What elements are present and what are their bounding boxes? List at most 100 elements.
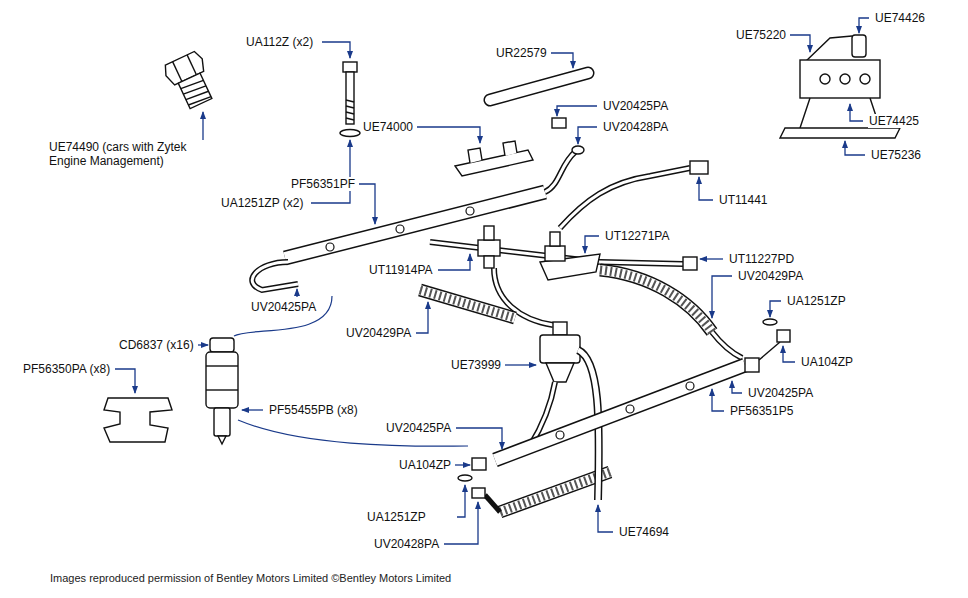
fuel-pipe — [600, 262, 683, 264]
switch-assembly — [820, 74, 830, 84]
part-number: PF56351P5 — [729, 404, 794, 418]
part-number: UV20428PA — [373, 537, 440, 551]
fuel-pipe — [690, 161, 708, 174]
leader-arrow — [598, 505, 613, 532]
fuel-rail — [686, 382, 694, 390]
part-number: UE74000 — [362, 120, 414, 134]
fuel-rail — [466, 207, 474, 215]
fuel-rail — [745, 358, 759, 372]
part-number: UA1251ZP — [786, 294, 847, 308]
leader-arrow — [505, 364, 536, 365]
fuel-pipe — [560, 161, 708, 228]
pressure-regulator — [540, 335, 580, 363]
part-number: UE75236 — [870, 148, 922, 162]
bolt — [340, 130, 360, 137]
bolt — [343, 62, 357, 72]
leader-arrow — [242, 409, 263, 410]
manifold — [484, 226, 494, 240]
leader-arrow — [712, 276, 732, 318]
fuel-rail — [626, 405, 634, 413]
leader-arrow — [438, 254, 470, 270]
part-number: UR22579 — [495, 46, 548, 60]
part-number: UE73999 — [450, 358, 502, 372]
leader-arrow — [712, 389, 724, 411]
braided-hose — [420, 290, 515, 318]
bolt — [346, 118, 354, 120]
rail-bracket — [455, 150, 533, 176]
fuel-rail — [252, 262, 298, 290]
part-number: PF56351PF — [290, 177, 356, 191]
leader-arrow — [115, 18, 869, 544]
braided-hose — [712, 332, 742, 358]
manifold — [478, 240, 500, 256]
part-number: UA1251ZP (x2) — [220, 196, 304, 210]
switch-assembly — [805, 36, 852, 62]
rail-bracket — [503, 141, 517, 156]
part-number: UA1251ZP — [366, 510, 427, 524]
pressure-regulator — [546, 363, 574, 382]
braided-hose — [500, 472, 610, 512]
part-number: UT11914PA — [368, 263, 434, 277]
part-number: UE74490 (cars with Zytek Engine Manageme… — [48, 140, 210, 168]
hose — [490, 73, 588, 100]
fuel-rail — [777, 330, 790, 342]
switch-assembly — [840, 74, 850, 84]
fuel-injector — [206, 389, 238, 390]
braided-hose — [600, 270, 712, 332]
hose — [490, 73, 588, 100]
fuel-rail — [472, 488, 485, 498]
part-number: UV20429PA — [737, 269, 804, 283]
part-number: UT12271PA — [604, 229, 670, 243]
fuel-rail — [759, 342, 780, 360]
fuel-pipe — [600, 262, 683, 264]
leader-arrow — [455, 464, 470, 465]
fuel-pipe — [560, 168, 690, 228]
switch-assembly — [800, 98, 810, 128]
leader-arrow — [115, 369, 135, 393]
part-number: UV20425PA — [385, 421, 452, 435]
leader-arrow — [732, 381, 742, 393]
bolt — [346, 106, 354, 108]
leader-arrow — [359, 184, 375, 224]
fuel-rail — [485, 495, 500, 512]
leader-arrow — [700, 258, 723, 259]
part-number: UE75220 — [735, 28, 787, 42]
fuel-rail — [495, 365, 745, 460]
leader-arrow — [551, 53, 573, 68]
part-number: UV20429PA — [345, 326, 412, 340]
fuel-rail — [556, 431, 564, 439]
leader-arrow — [770, 301, 781, 317]
part-number: UV20428PA — [602, 120, 669, 134]
braided-hose — [600, 270, 712, 332]
leader-arrow — [322, 42, 350, 58]
manifold — [545, 246, 565, 261]
part-number: UT11227PD — [728, 252, 795, 266]
fuel-rail — [552, 118, 566, 128]
hose — [490, 73, 588, 100]
switch-assembly — [800, 60, 880, 98]
fuel-injector — [214, 408, 230, 436]
bolt — [340, 62, 360, 137]
braided-hose — [420, 290, 515, 318]
part-number: UE74425 — [868, 114, 920, 128]
part-number: UE74426 — [874, 11, 926, 25]
pressure-regulator — [553, 322, 567, 335]
union-fitting — [162, 50, 219, 112]
leader-arrow — [296, 289, 297, 297]
fuel-injector — [206, 365, 238, 366]
part-number: UA112Z (x2) — [245, 35, 314, 49]
leader-arrow — [198, 344, 208, 345]
part-number: UE74694 — [618, 525, 670, 539]
fuel-rail — [252, 262, 298, 290]
fuel-rail — [396, 225, 404, 233]
fuel-pipe — [683, 257, 697, 270]
part-number: PF55455PB (x8) — [268, 403, 359, 417]
leader-arrow — [845, 141, 865, 155]
leader-arrow — [850, 104, 863, 121]
bolt — [346, 72, 354, 124]
part-number: UA104ZP — [800, 355, 854, 369]
fitment-curve — [238, 420, 468, 446]
switch-assembly — [780, 128, 900, 138]
fuel-injector — [210, 338, 234, 352]
